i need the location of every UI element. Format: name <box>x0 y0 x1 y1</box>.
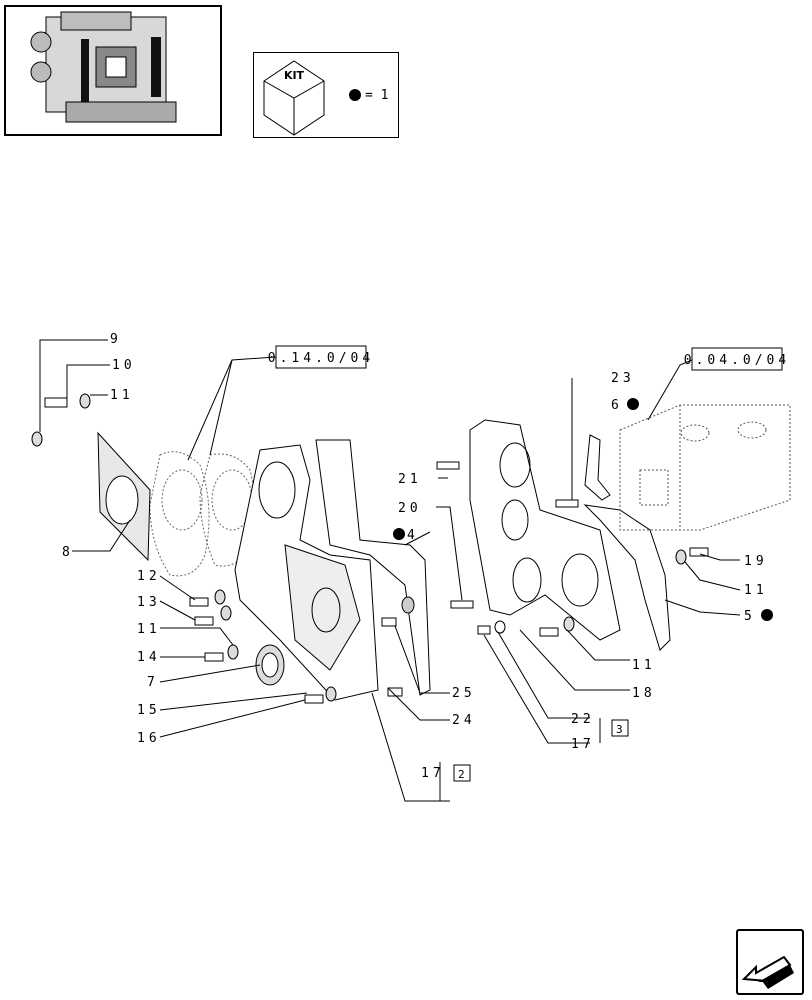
part-label-21: 21 <box>398 472 422 487</box>
part-label-11: 11 <box>632 658 656 673</box>
part-label-5: 5 <box>744 609 756 624</box>
part-label-20: 20 <box>398 501 422 516</box>
part-label-17: 17 <box>571 737 595 752</box>
part-label-18: 18 <box>632 686 656 701</box>
part-label-4: 4 <box>407 528 419 543</box>
part-label-6: 6 <box>611 398 623 413</box>
engine-thumbnail-icon <box>30 11 177 123</box>
part-label-16: 16 <box>137 731 161 746</box>
part-label-13: 13 <box>137 595 161 610</box>
part-label-11: 11 <box>744 583 768 598</box>
part-label-23: 23 <box>611 371 635 386</box>
part-label-11: 11 <box>110 388 134 403</box>
bullet-icon <box>393 528 405 540</box>
bullet-icon <box>761 609 773 621</box>
back-nav-button[interactable] <box>736 929 804 995</box>
kit-label: KIT <box>284 69 305 82</box>
part-label-7: 7 <box>147 675 159 690</box>
part-label-17: 17 <box>421 766 445 781</box>
part-label-22: 22 <box>571 712 595 727</box>
part-label-10: 10 <box>112 358 136 373</box>
part-label-8: 8 <box>62 545 74 560</box>
part-label-19: 19 <box>744 554 768 569</box>
part-label-25: 25 <box>452 686 476 701</box>
part-label-15: 15 <box>137 703 161 718</box>
ref-box-2[interactable] <box>691 347 783 371</box>
dot-icon <box>349 89 361 101</box>
arrow-back-icon <box>741 955 794 989</box>
engine-thumbnail[interactable] <box>4 5 222 136</box>
kit-equals: = 1 <box>365 88 388 103</box>
part-label-9: 9 <box>110 332 122 347</box>
part-label-12: 12 <box>137 569 161 584</box>
part-label-14: 14 <box>137 650 161 665</box>
group-box-3: 3 <box>616 723 623 736</box>
part-label-24: 24 <box>452 713 476 728</box>
ref-label-2[interactable]: 0.04.0/04 <box>684 353 790 368</box>
kit-legend: KIT = 1 <box>253 52 399 138</box>
group-box-2: 2 <box>458 768 465 781</box>
bullet-icon <box>627 398 639 410</box>
ref-label-1[interactable]: 0.14.0/04 <box>268 351 374 366</box>
part-label-11: 11 <box>137 622 161 637</box>
